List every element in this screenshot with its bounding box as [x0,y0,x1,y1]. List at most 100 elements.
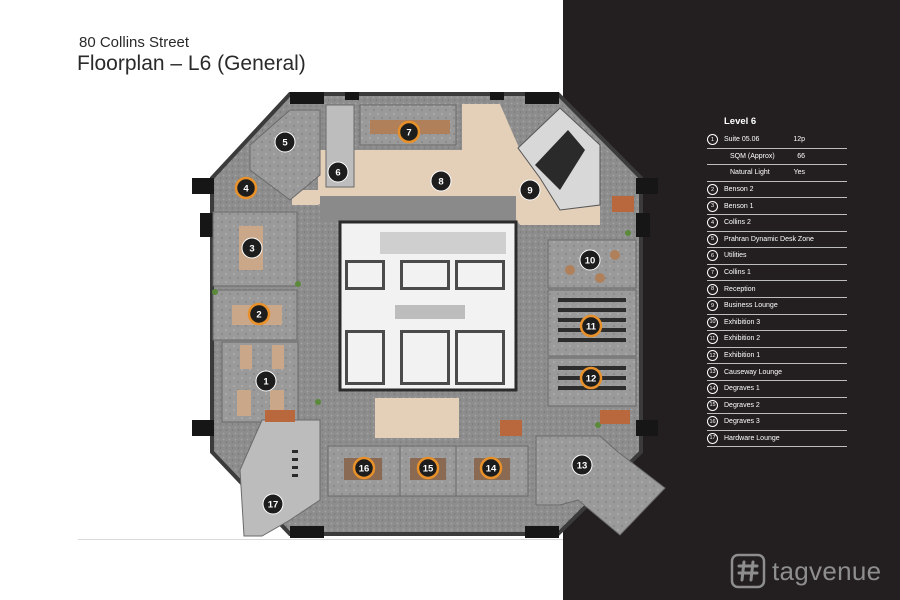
legend-number-badge: 7 [707,267,718,279]
marker-number: 14 [486,464,497,475]
room-marker-7[interactable]: 7 [397,120,421,144]
marker-circle [262,493,284,515]
room-marker-14[interactable]: 14 [479,456,503,480]
marker-circle [571,454,593,476]
room-marker-17[interactable]: 17 [262,493,284,515]
legend-label: Causeway Lounge [724,368,782,376]
legend-label: SQM (Approx) [730,152,775,160]
legend-label: Hardware Lounge [724,434,780,442]
legend-number-badge: 11 [707,333,718,345]
room-marker-11[interactable]: 11 [579,314,603,338]
legend-label: Business Lounge [724,302,778,310]
legend-number-badge: 14 [707,383,718,395]
room-marker-15[interactable]: 15 [416,456,440,480]
legend-number-badge [707,151,718,162]
marker-circle [234,176,258,200]
marker-number: 15 [423,464,434,475]
legend-number-badge: 3 [707,200,718,212]
divider-line [78,539,563,540]
marker-number: 16 [359,464,370,475]
legend-number-badge: 9 [707,300,718,312]
legend-label: Exhibition 1 [724,352,761,360]
marker-number: 4 [243,184,249,195]
feature-wall [320,196,516,222]
marker-circle [352,456,376,480]
marker-number: 1 [263,377,269,388]
room-marker-10[interactable]: 10 [579,249,601,271]
room-marker-13[interactable]: 13 [571,454,593,476]
marker-number: 7 [406,128,411,139]
legend-label: Natural Light [730,169,770,177]
legend-item: SQM (Approx)66 [707,149,847,166]
legend-label: Suite 05.06 [724,136,760,144]
legend-label: Benson 2 [724,186,754,194]
room-marker-4[interactable]: 4 [234,176,258,200]
marker-circle [255,370,277,392]
legend-item: 6 Utilities [707,248,847,265]
legend-number-badge: 10 [707,316,718,328]
marker-number: 2 [256,310,261,321]
marker-circle [579,249,601,271]
room-marker-9[interactable]: 9 [519,179,541,201]
marker-circle [241,237,263,259]
marker-circle [416,456,440,480]
legend-number-badge [707,167,718,178]
marker-number: 13 [577,461,588,472]
page-title: Floorplan – L6 (General) [77,52,306,75]
legend-number-badge: 13 [707,366,718,378]
legend-number-badge: 16 [707,416,718,428]
legend-number-badge: 6 [707,250,718,262]
legend-label: Benson 1 [724,202,754,210]
room-marker-6[interactable]: 6 [327,161,349,183]
room-marker-8[interactable]: 8 [430,170,452,192]
legend-number-badge: 5 [707,233,718,245]
room-marker-2[interactable]: 2 [247,302,271,326]
causeway-lounge-area [535,435,666,536]
legend-label: Reception [724,285,756,293]
room-marker-3[interactable]: 3 [241,237,263,259]
legend-label: Degraves 3 [724,418,760,426]
room-marker-5[interactable]: 5 [274,131,296,153]
legend-title: Level 6 [724,116,757,127]
marker-circle [327,161,349,183]
marker-circle [519,179,541,201]
legend-number-badge: 12 [707,350,718,362]
marker-circle [579,366,603,390]
legend-item: 9 Business Lounge [707,298,847,315]
marker-number: 9 [527,186,532,197]
accent-furniture [265,196,634,436]
legend-item: 13 Causeway Lounge [707,364,847,381]
marker-circle [430,170,452,192]
room-marker-1[interactable]: 1 [255,370,277,392]
lift-lobby [380,232,506,254]
legend-number-badge: 4 [707,217,718,229]
marker-number: 8 [438,177,443,188]
legend-number-badge: 17 [707,432,718,444]
legend-label: Degraves 2 [724,401,760,409]
legend-value: 12p [793,136,805,144]
legend-label: Utilities [724,252,747,260]
brand-name: tagvenue [772,555,882,586]
marker-circle [479,456,503,480]
marker-number: 17 [268,500,279,511]
brand-logo: tagvenue [730,553,881,589]
marker-number: 10 [585,256,596,267]
legend-item: 12 Exhibition 1 [707,348,847,365]
room-marker-16[interactable]: 16 [352,456,376,480]
kitchen-floor [375,398,459,438]
marker-circle [247,302,271,326]
tagvenue-logo-icon [730,553,766,589]
room-marker-12[interactable]: 12 [579,366,603,390]
